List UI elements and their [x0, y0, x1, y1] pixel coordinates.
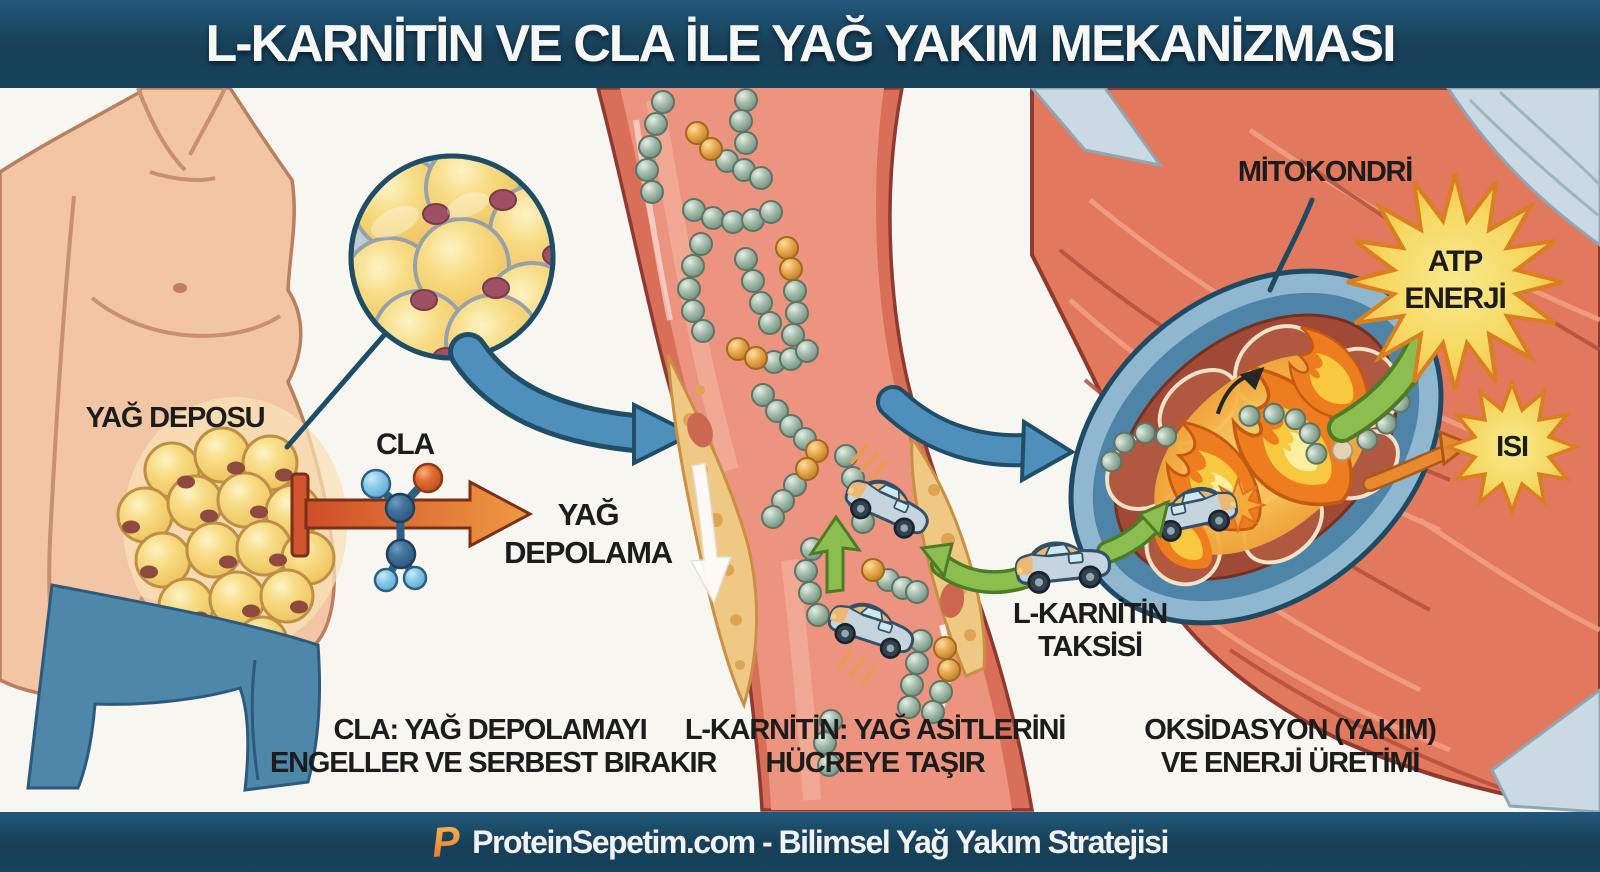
- footer-text: ProteinSepetim.com - Bilimsel Yağ Yakım …: [472, 823, 1169, 860]
- magnifier-fat-cells: [348, 153, 556, 361]
- label-carnitine-taxi: L-KARNİTİN TAKSİSİ: [1013, 598, 1168, 663]
- fat-burning-diagram: [0, 88, 1600, 812]
- label-mitochondria: MİTOKONDRİ: [1237, 156, 1414, 188]
- tendon-top-right: [1446, 88, 1600, 247]
- label-heat: ISI: [1496, 431, 1529, 463]
- fat-depot-cells: [116, 426, 336, 675]
- nipple: [173, 283, 187, 293]
- mitochondria-pointer-line: [1267, 197, 1315, 293]
- tendon-bottom-right: [1490, 688, 1600, 812]
- release-arrow-blue: [448, 332, 697, 467]
- label-atp: ATP ENERJİ: [1404, 245, 1506, 315]
- caption-oxidation: OKSİDASYON (YAKIM) VE ENERJİ ÜRETİMİ: [1144, 714, 1437, 779]
- label-fat-storage: YAĞ DEPOLAMA: [504, 497, 673, 570]
- cla-molecule: [360, 462, 444, 593]
- torso-illustration: [0, 88, 347, 792]
- atp-starburst: [1346, 173, 1564, 391]
- header-banner: L-KARNİTİN VE CLA İLE YAĞ YAKIM MEKANİZM…: [0, 0, 1600, 88]
- fat-storage-blocked-arrow: [290, 472, 534, 558]
- label-fat-store: YAĞ DEPOSU: [85, 402, 266, 434]
- flow-arrow-white: [689, 462, 733, 605]
- protein-sepetim-logo: P: [430, 817, 462, 866]
- footer-banner: P ProteinSepetim.com - Bilimsel Yağ Yakı…: [0, 812, 1600, 872]
- magnifier-pointer-line: [284, 330, 389, 450]
- uptake-arrow-green: [807, 514, 863, 594]
- carnitine-shuttle-arrows: [919, 499, 1171, 595]
- fatty-acid-chains: [635, 88, 961, 777]
- blood-vessel: [596, 88, 1035, 812]
- transport-arrow-blue: [876, 385, 1076, 484]
- caption-cla: CLA: YAĞ DEPOLAMAYI ENGELLER VE SERBEST …: [270, 714, 717, 779]
- tendon-top-left: [1030, 88, 1164, 168]
- label-cla: CLA: [375, 428, 435, 461]
- caption-carnitine: L-KARNİTİN: YAĞ ASİTLERİNİ HÜCREYE TAŞIR: [684, 714, 1066, 779]
- pants: [26, 583, 322, 792]
- motion-lines: [836, 444, 888, 686]
- page-title: L-KARNİTİN VE CLA İLE YAĞ YAKIM MEKANİZM…: [205, 15, 1396, 73]
- isi-starburst: [1442, 377, 1582, 517]
